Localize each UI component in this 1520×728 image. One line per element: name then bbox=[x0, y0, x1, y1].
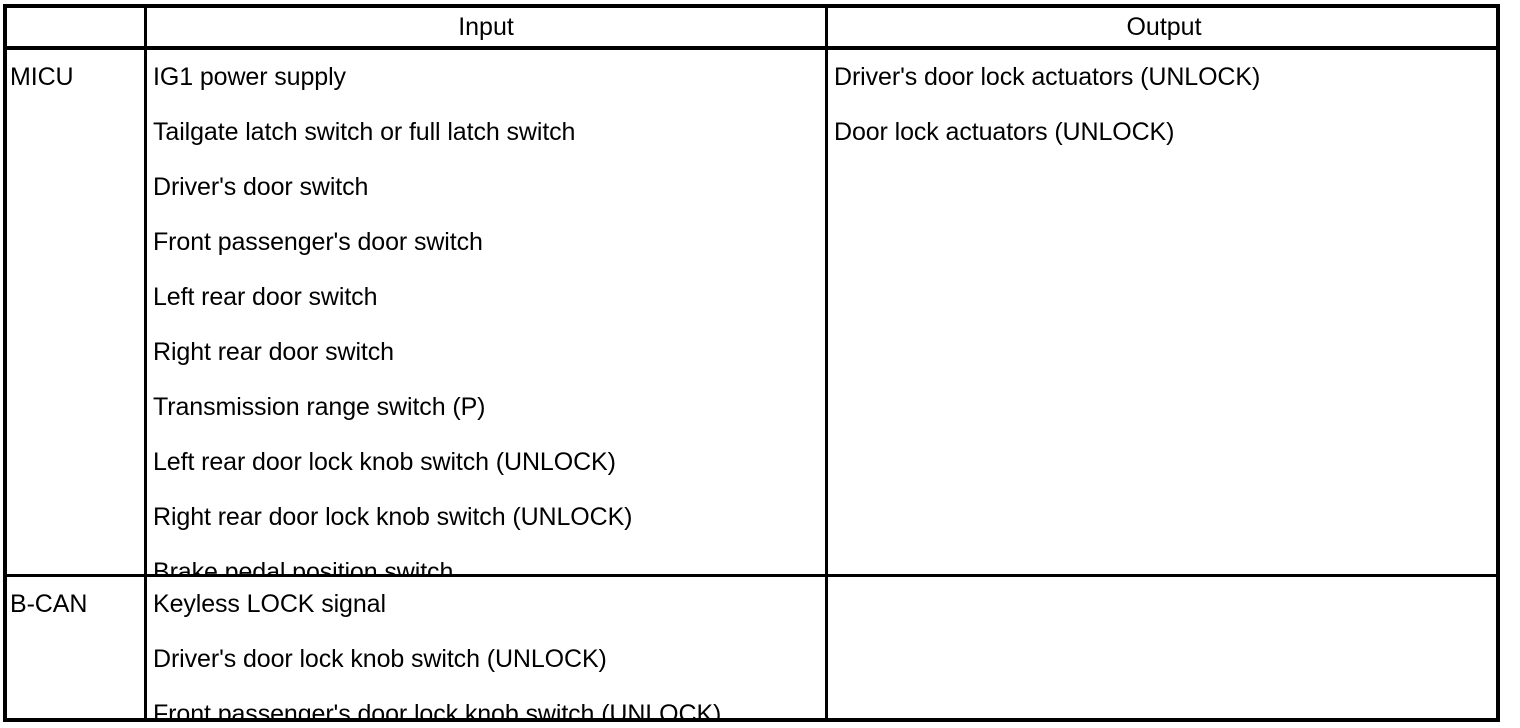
output-list: Driver's door lock actuators (UNLOCK) Do… bbox=[834, 50, 1500, 160]
cell-output: Driver's door lock actuators (UNLOCK) Do… bbox=[825, 50, 1500, 574]
cell-input: IG1 power supply Tailgate latch switch o… bbox=[144, 50, 825, 574]
table-header-row: Input Output bbox=[7, 8, 1496, 50]
list-item: Right rear door switch bbox=[153, 338, 394, 366]
list-item: Keyless LOCK signal bbox=[153, 590, 386, 618]
input-list: Keyless LOCK signal Driver's door lock k… bbox=[153, 577, 825, 718]
list-item: Driver's door lock actuators (UNLOCK) bbox=[834, 63, 1261, 91]
column-header-input: Input bbox=[144, 8, 825, 46]
column-header-output: Output bbox=[825, 8, 1500, 46]
list-item: Door lock actuators (UNLOCK) bbox=[834, 118, 1175, 146]
list-item: Right rear door lock knob switch (UNLOCK… bbox=[153, 503, 633, 531]
cell-module: B-CAN bbox=[7, 577, 144, 718]
list-item: Tailgate latch switch or full latch swit… bbox=[153, 118, 576, 146]
list-item: Driver's door switch bbox=[153, 173, 369, 201]
input-list: IG1 power supply Tailgate latch switch o… bbox=[153, 50, 825, 574]
list-item: Front passenger's door switch bbox=[153, 228, 483, 256]
cell-input: Keyless LOCK signal Driver's door lock k… bbox=[144, 577, 825, 718]
list-item: Brake pedal position switch bbox=[153, 558, 454, 574]
input-output-spec-table: Input Output MICU IG1 power supply Tailg… bbox=[3, 4, 1500, 722]
cell-module: MICU bbox=[7, 50, 144, 574]
list-item: Driver's door lock knob switch (UNLOCK) bbox=[153, 645, 607, 673]
module-label: MICU bbox=[10, 63, 74, 91]
module-label: B-CAN bbox=[10, 590, 88, 618]
table-row: B-CAN Keyless LOCK signal Driver's door … bbox=[7, 577, 1496, 718]
list-item: Front passenger's door lock knob switch … bbox=[153, 700, 722, 718]
list-item: Left rear door lock knob switch (UNLOCK) bbox=[153, 448, 616, 476]
list-item: Left rear door switch bbox=[153, 283, 378, 311]
column-header-module bbox=[7, 8, 144, 46]
list-item: IG1 power supply bbox=[153, 63, 346, 91]
cell-output bbox=[825, 577, 1500, 718]
list-item: Transmission range switch (P) bbox=[153, 393, 486, 421]
table-row: MICU IG1 power supply Tailgate latch swi… bbox=[7, 50, 1496, 577]
